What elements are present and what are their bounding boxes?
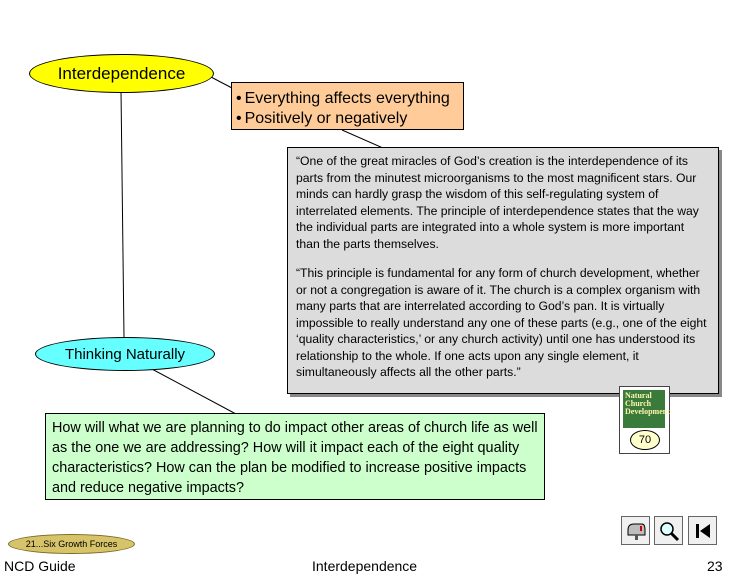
first-page-button[interactable]: [688, 516, 717, 545]
thinking-naturally-node: Thinking Naturally: [35, 337, 215, 371]
interdependence-node-label: Interdependence: [57, 63, 186, 83]
mailbox-icon: [627, 523, 645, 540]
footer-guide-name: NCD Guide: [4, 558, 76, 574]
question-text: How will what we are planning to do impa…: [52, 420, 538, 496]
first-page-icon: [695, 523, 710, 538]
book-cover: Natural Church Development: [623, 390, 670, 428]
bullet-item: Positively or negatively: [236, 109, 463, 129]
quote-box: “One of the great miracles of God’s crea…: [287, 147, 719, 394]
question-box: How will what we are planning to do impa…: [45, 413, 545, 500]
bullet-item: Everything affects everything: [236, 89, 463, 109]
magnifier-icon: [659, 521, 679, 541]
book-reference: Natural Church Development 70: [619, 386, 670, 454]
book-page-number: 70: [630, 430, 660, 450]
mailbox-button[interactable]: [621, 516, 650, 545]
footer-title: Interdependence: [312, 558, 418, 574]
section-link-label: 21...Six Growth Forces: [25, 539, 118, 549]
quote-paragraph-1: “One of the great miracles of God’s crea…: [296, 154, 699, 251]
quote-paragraph-2: “This principle is fundamental for any f…: [296, 266, 707, 379]
thinking-naturally-label: Thinking Naturally: [64, 345, 186, 363]
section-link-badge[interactable]: 21...Six Growth Forces: [8, 534, 135, 554]
interdependence-node: Interdependence: [29, 54, 214, 93]
bullet-box: Everything affects everything Positively…: [231, 82, 464, 130]
search-button[interactable]: [654, 516, 683, 545]
footer-page-number: 23: [707, 558, 723, 574]
